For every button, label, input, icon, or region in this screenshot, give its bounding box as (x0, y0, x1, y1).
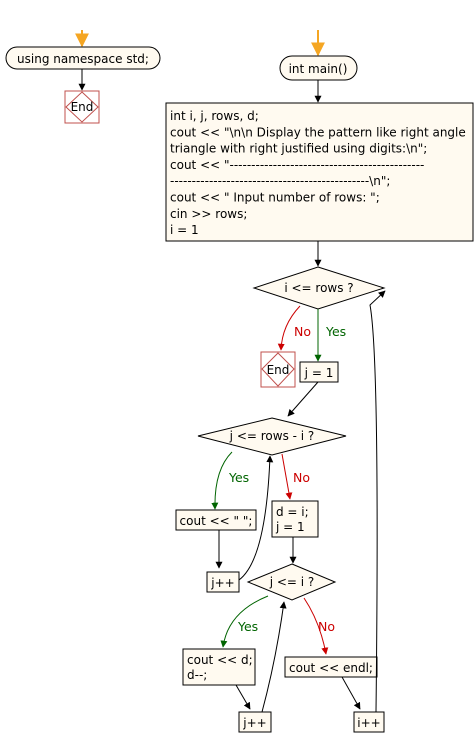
init-block-line: triangle with right justified using digi… (170, 142, 427, 156)
cout-endl-node: cout << endl; (284, 656, 378, 678)
label-j2-yes: Yes (237, 619, 258, 634)
cout-d-node: cout << d; d--; (182, 648, 256, 686)
main-start-label: int main() (289, 62, 348, 76)
j-init-node: j = 1 (299, 361, 339, 383)
j-inc-2-label: j++ (242, 716, 266, 730)
label-j-no: No (293, 470, 310, 485)
j-inc-2-node: j++ (238, 711, 272, 733)
i-inc-label: i++ (357, 716, 380, 730)
label-j2-no: No (318, 619, 335, 634)
init-block-line: cin >> rows; (170, 207, 247, 221)
cond-j-diamond: j <= rows - i ? (197, 417, 347, 456)
edge-endl-to-iinc (341, 676, 361, 710)
cout-d-line-1: cout << d; (187, 653, 253, 667)
ns-start-node: using namespace std; (5, 46, 161, 70)
ns-end-node: End (64, 90, 100, 124)
ns-start-label: using namespace std; (17, 52, 149, 66)
d-assign-line-1: d = i; (276, 505, 309, 519)
edge-j-no (281, 453, 293, 500)
label-i-yes: Yes (325, 324, 346, 339)
cond-i-diamond: i <= rows ? (252, 266, 386, 310)
main-start-node: int main() (279, 55, 358, 81)
cout-space-node: cout << " "; (175, 509, 257, 531)
init-block-line: cout << "\n\n Display the pattern like r… (170, 125, 466, 139)
cond-j-label: j <= rows - i ? (229, 429, 315, 443)
edge-jinit-to-cond-j (287, 381, 319, 417)
edge-j-yes (211, 451, 233, 510)
cout-endl-label: cout << endl; (289, 661, 373, 675)
cout-d-line-2: d--; (187, 668, 207, 682)
ns-end-label: End (71, 100, 94, 114)
init-block-line: cout << "-------------------------------… (170, 158, 424, 172)
edge-j2-yes (220, 595, 269, 648)
edge-i-no (277, 305, 301, 351)
init-block-line: int i, j, rows, d; (170, 109, 259, 123)
init-block: int i, j, rows, d; cout << "\n\n Display … (165, 102, 474, 242)
cond-j2-label: j <= i ? (269, 575, 315, 589)
j-init-label: j = 1 (304, 366, 334, 380)
label-j-yes: Yes (228, 470, 249, 485)
edge-j2-no (303, 597, 329, 655)
outer-end-label: End (267, 363, 290, 377)
init-block-line: i = 1 (170, 223, 199, 237)
i-inc-node: i++ (353, 711, 385, 733)
edge-iinc-loop (369, 290, 386, 713)
edge-jinc1-loop (238, 455, 274, 581)
j-inc-1-node: j++ (206, 571, 240, 593)
init-block-line: cout << " Input number of rows: "; (170, 191, 380, 205)
d-assign-line-2: j = 1 (275, 520, 305, 534)
outer-end-node: End (260, 351, 296, 388)
cond-j2-diamond: j <= i ? (246, 563, 337, 601)
init-block-line: ----------------------------------------… (170, 174, 390, 188)
d-assign-node: d = i; j = 1 (271, 500, 319, 538)
label-i-no: No (294, 324, 311, 339)
j-inc-1-label: j++ (210, 576, 234, 590)
edge-coutd-to-jinc2 (235, 684, 251, 710)
edge-jinc2-loop (261, 601, 287, 713)
cond-i-label: i <= rows ? (284, 281, 353, 295)
cout-space-label: cout << " "; (180, 514, 253, 528)
